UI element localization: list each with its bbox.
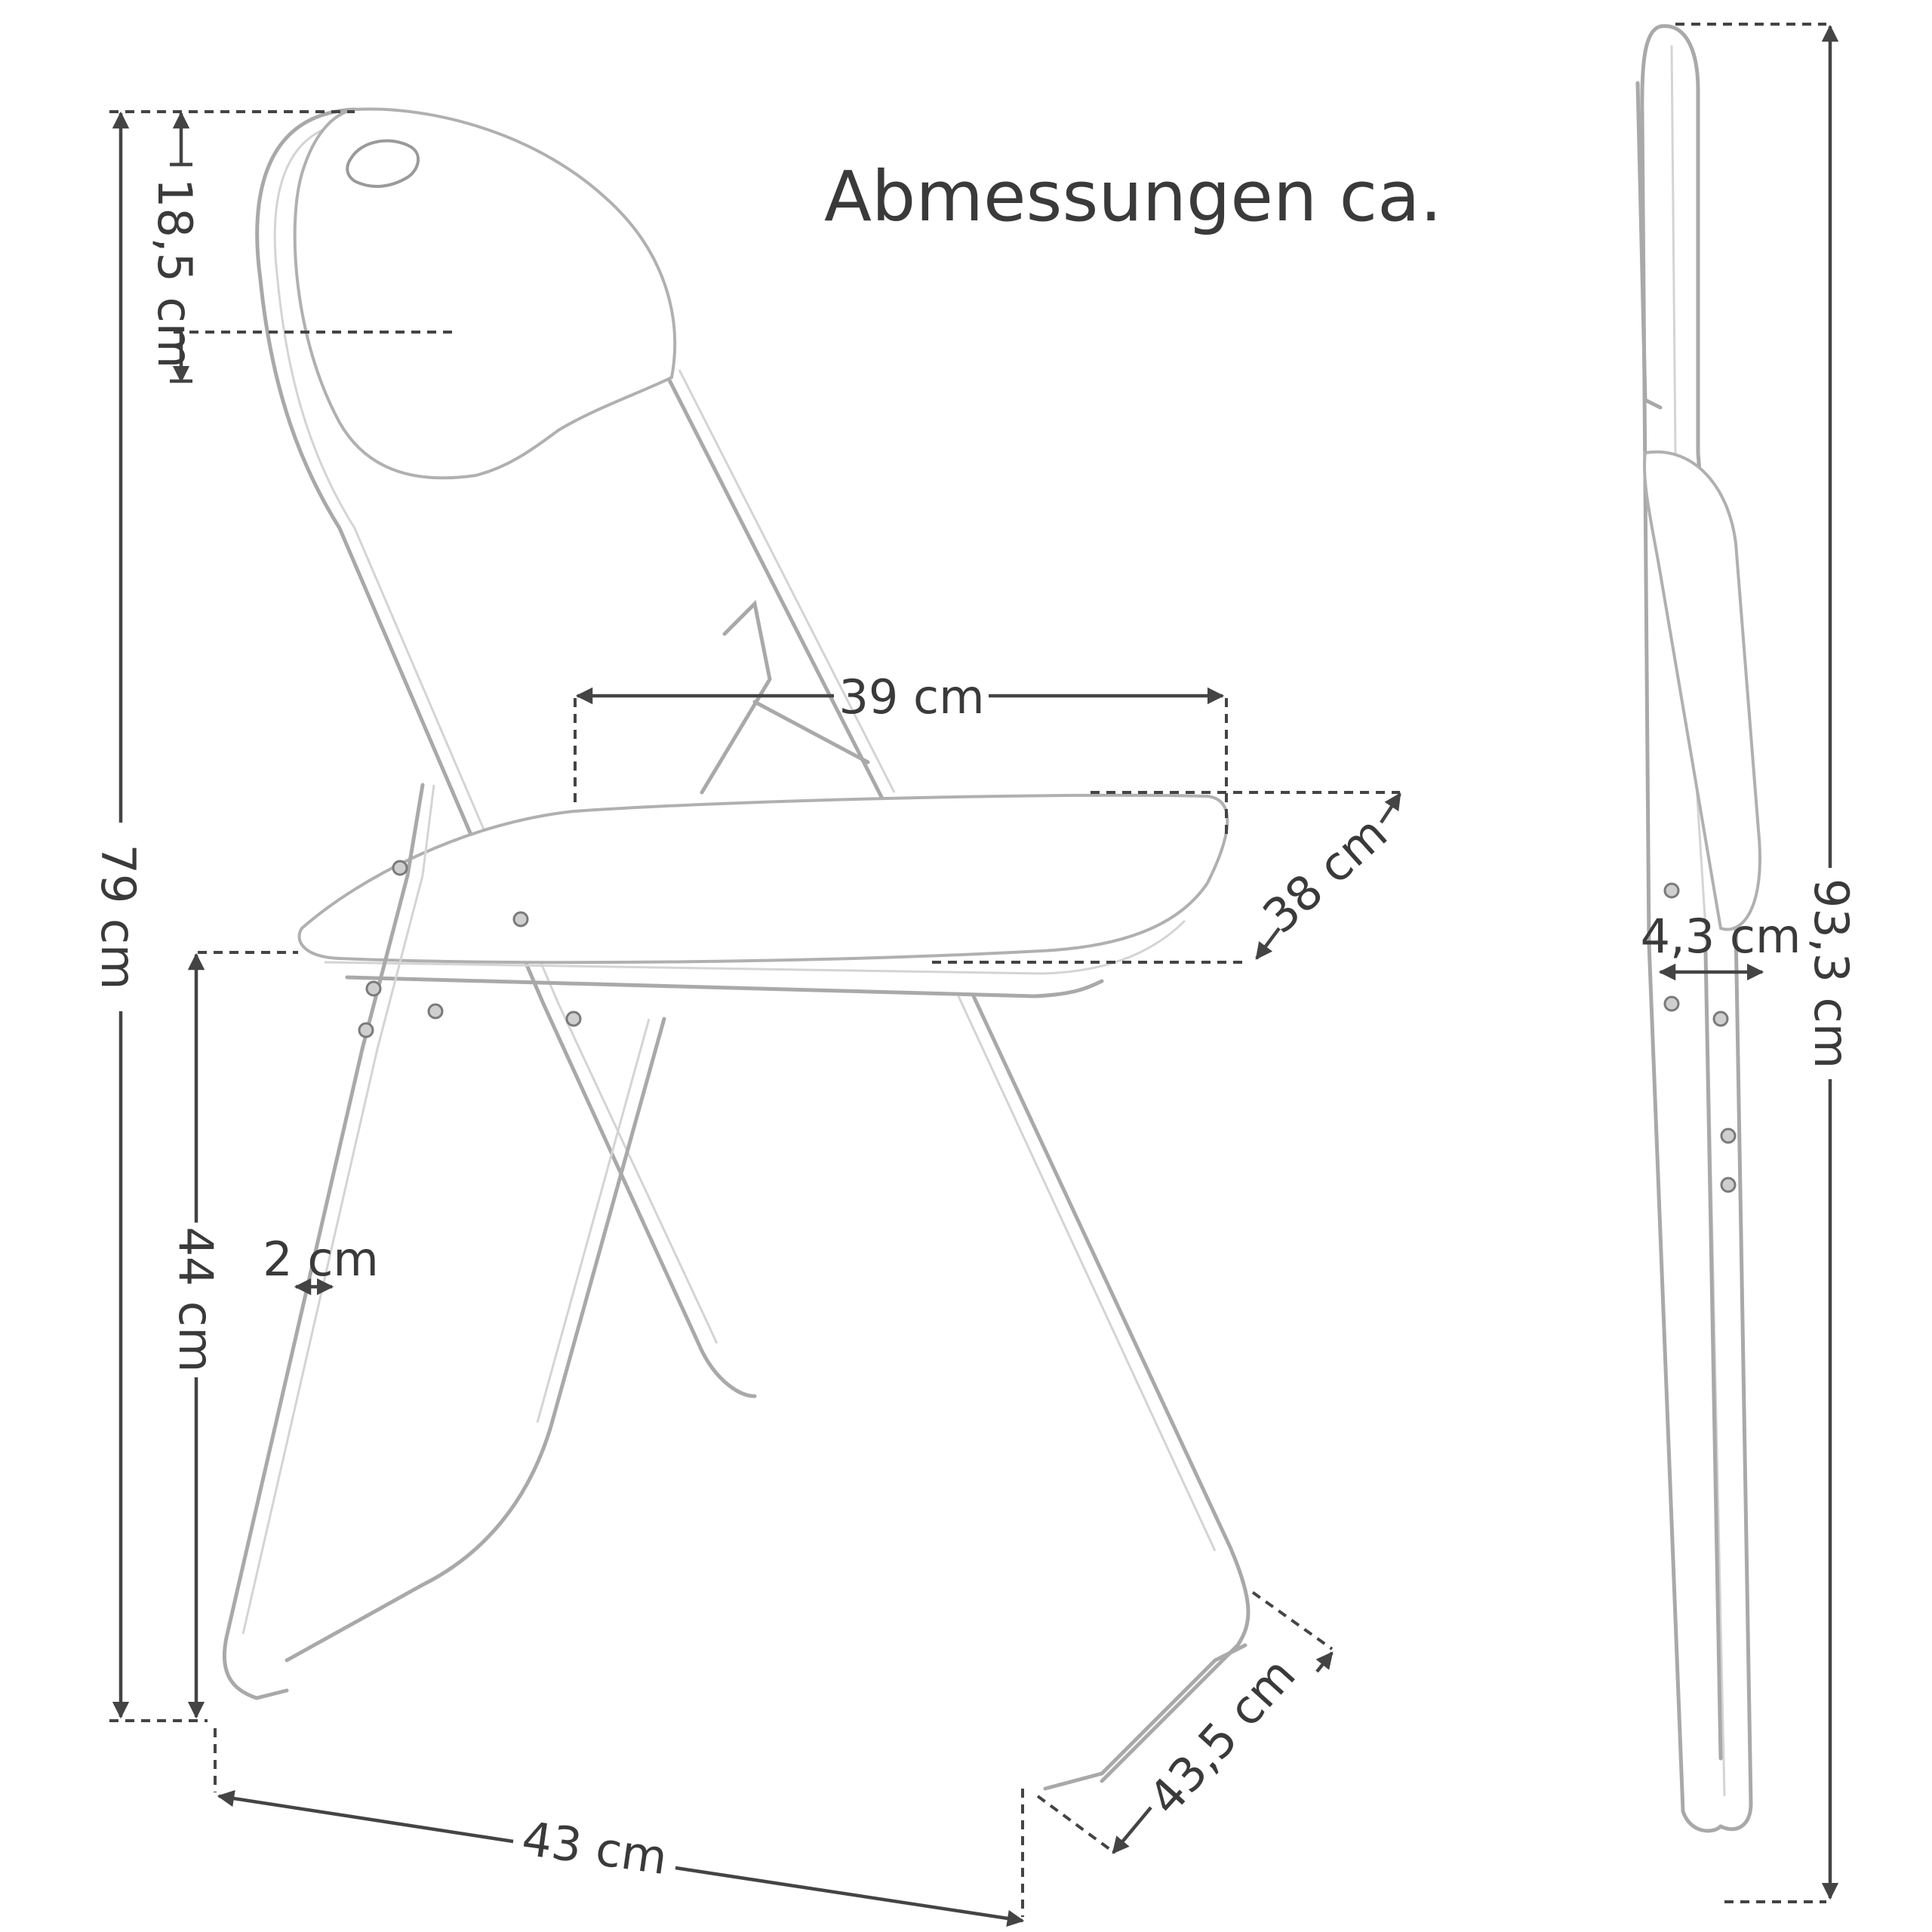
open-chair-illustration xyxy=(222,107,1251,1791)
label-base-depth: 43 cm xyxy=(518,1810,670,1885)
label-tube-diameter: 2 cm xyxy=(263,1232,379,1287)
dimension-lines xyxy=(109,23,1839,1927)
title: Abmessungen ca. xyxy=(824,156,1442,237)
backrest-panel xyxy=(293,107,677,480)
label-total-height: 79 cm xyxy=(91,844,146,989)
label-seat-width: 39 cm xyxy=(838,669,984,724)
label-folded-depth: 4,3 cm xyxy=(1641,909,1801,964)
label-folded-height: 93,3 cm xyxy=(1804,878,1859,1069)
label-backrest-height: 18,5 cm xyxy=(147,178,202,368)
folded-chair-illustration xyxy=(1635,23,1761,1833)
label-seat-height: 44 cm xyxy=(168,1226,223,1372)
seat-cushion xyxy=(297,793,1229,964)
label-seat-depth: 38 cm xyxy=(1252,805,1397,943)
label-base-width: 43,5 cm xyxy=(1138,1647,1306,1825)
